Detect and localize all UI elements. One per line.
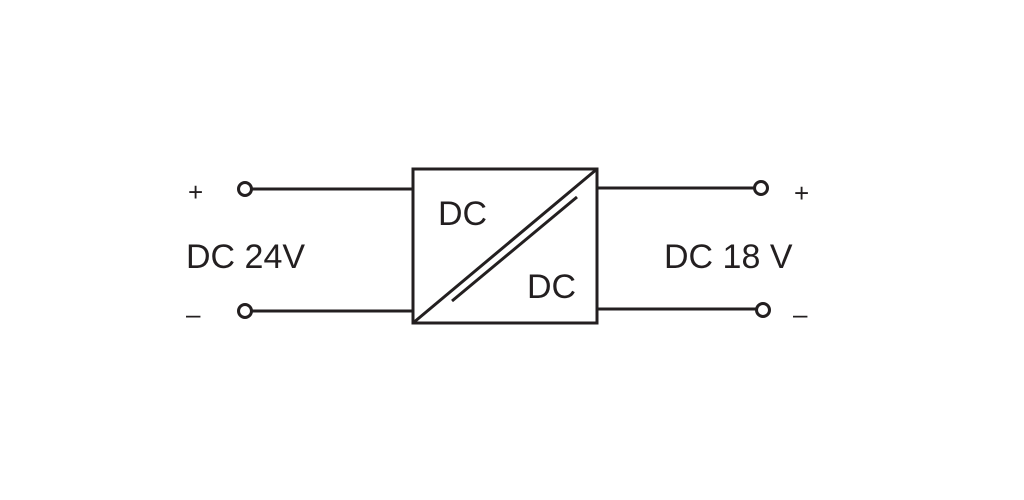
input-plus-sign: + bbox=[188, 177, 203, 207]
converter-diagonal-inner bbox=[451, 195, 578, 303]
output-voltage-label: DC 18 V bbox=[664, 238, 793, 276]
converter-block: DC DC bbox=[411, 167, 599, 325]
converter-box bbox=[411, 167, 599, 325]
output-side: DC 18 V + – bbox=[597, 178, 809, 329]
converter-diagonal bbox=[412, 167, 598, 325]
output-plus-terminal bbox=[753, 180, 769, 196]
input-voltage-label: DC 24V bbox=[186, 238, 305, 276]
converter-input-type: DC bbox=[438, 195, 487, 233]
output-plus-sign: + bbox=[794, 178, 809, 208]
input-minus-terminal bbox=[237, 303, 253, 319]
input-minus-sign: – bbox=[186, 299, 201, 329]
input-plus-terminal bbox=[237, 181, 253, 197]
output-minus-sign: – bbox=[793, 299, 808, 329]
converter-output-type: DC bbox=[527, 268, 576, 306]
output-minus-terminal bbox=[755, 302, 771, 318]
input-side: + – DC 24V bbox=[186, 177, 413, 329]
